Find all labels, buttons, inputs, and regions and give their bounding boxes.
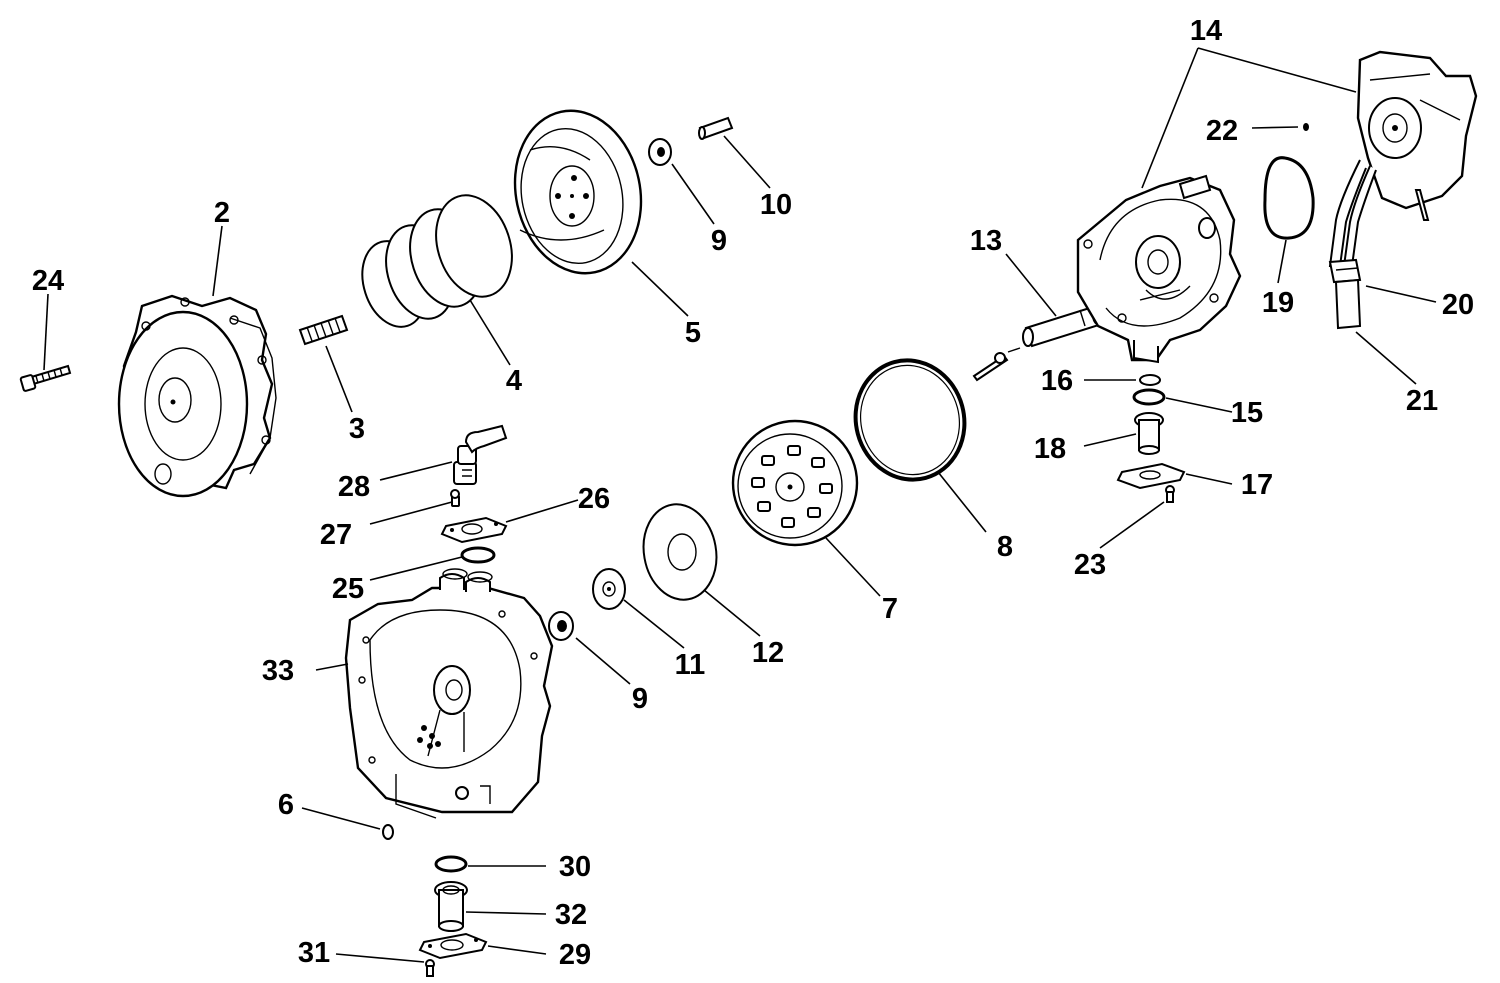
part-9-washer-top[interactable]	[648, 138, 672, 166]
label-31: 31	[298, 937, 330, 969]
label-25: 25	[332, 573, 364, 605]
part-8-o-ring[interactable]	[842, 348, 977, 492]
part-4-spring[interactable]	[352, 185, 524, 335]
part-13-needle[interactable]	[972, 347, 1021, 382]
label-6: 6	[278, 789, 294, 821]
label-23: 23	[1074, 549, 1106, 581]
part-2-cover[interactable]	[117, 294, 277, 498]
part-25-o-ring[interactable]	[460, 546, 496, 564]
part-5-diaphragm-plate[interactable]	[500, 99, 655, 285]
part-7-valve-plate[interactable]	[731, 419, 859, 547]
label-32: 32	[555, 899, 587, 931]
label-21: 21	[1406, 385, 1438, 417]
part-21-connector[interactable]	[1328, 258, 1362, 330]
label-9-top: 9	[711, 225, 727, 257]
part-20-bracket[interactable]	[1328, 50, 1478, 267]
label-13: 13	[970, 225, 1002, 257]
callout-labels: 2 24 3 4 5 9 10 13 14 22 19 20 21 16 15 …	[32, 15, 1474, 971]
label-33: 33	[262, 655, 294, 687]
leader-lines	[43, 47, 1437, 963]
label-24: 24	[32, 265, 64, 297]
part-16-o-ring[interactable]	[1139, 374, 1161, 386]
label-4: 4	[506, 365, 522, 397]
part-26-gasket-plate[interactable]	[440, 516, 508, 544]
label-11: 11	[675, 649, 706, 681]
label-5: 5	[685, 317, 701, 349]
part-3-threaded-pin[interactable]	[298, 314, 349, 346]
part-6-o-ring[interactable]	[382, 824, 394, 840]
label-15: 15	[1231, 397, 1263, 429]
label-16: 16	[1041, 365, 1073, 397]
part-22-check-ball[interactable]	[1303, 123, 1309, 131]
part-31-screw[interactable]	[425, 959, 435, 977]
part-29-gasket-plate[interactable]	[418, 932, 488, 960]
part-24-screw[interactable]	[19, 364, 72, 392]
part-30-o-ring[interactable]	[434, 855, 468, 873]
part-33-pump-body[interactable]	[344, 568, 554, 819]
part-17-gasket-plate[interactable]	[1116, 462, 1186, 490]
part-10-pin[interactable]	[698, 116, 734, 140]
part-18-sleeve[interactable]	[1134, 412, 1164, 455]
part-15-o-ring[interactable]	[1132, 388, 1166, 406]
part-11-disc[interactable]	[592, 568, 626, 610]
part-12-gasket[interactable]	[636, 498, 724, 605]
part-27-screw[interactable]	[450, 489, 460, 507]
label-8: 8	[997, 531, 1013, 563]
part-23-screw[interactable]	[1165, 485, 1175, 503]
label-27: 27	[320, 519, 352, 551]
label-20: 20	[1442, 289, 1474, 321]
label-7: 7	[882, 593, 898, 625]
label-30: 30	[559, 851, 591, 883]
label-17: 17	[1241, 469, 1273, 501]
label-28: 28	[338, 471, 370, 503]
label-10: 10	[760, 189, 792, 221]
part-19-seal[interactable]	[1263, 156, 1315, 240]
label-3: 3	[349, 413, 365, 445]
part-9-washer-bottom[interactable]	[548, 611, 574, 641]
label-19: 19	[1262, 287, 1294, 319]
part-28-elbow-fitting[interactable]	[453, 424, 508, 485]
label-26: 26	[578, 483, 610, 515]
part-14-housing[interactable]	[1076, 174, 1242, 364]
label-2: 2	[214, 197, 230, 229]
label-14: 14	[1190, 15, 1222, 47]
part-32-sleeve[interactable]	[434, 881, 468, 932]
label-18: 18	[1034, 433, 1066, 465]
label-12: 12	[752, 637, 784, 669]
label-29: 29	[559, 939, 591, 971]
label-9-bottom: 9	[632, 683, 648, 715]
label-22: 22	[1206, 115, 1238, 147]
